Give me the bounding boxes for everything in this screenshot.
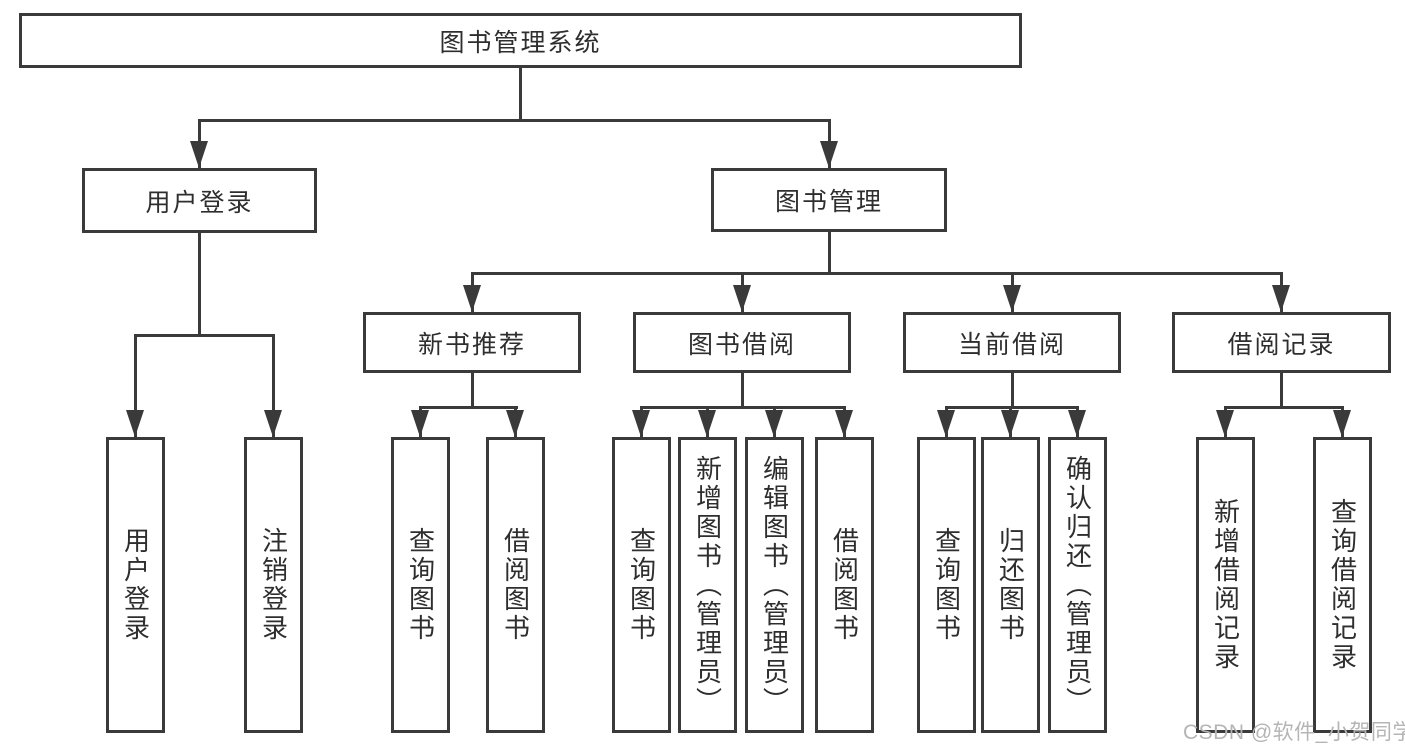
- node-borrow-records: 借阅记录: [1172, 312, 1391, 373]
- connector-line: [272, 335, 275, 437]
- leaf-query-books-3: 查询图书: [917, 437, 976, 733]
- connector-line: [419, 406, 518, 409]
- leaf-label: 查询图书: [626, 527, 657, 643]
- connector-line: [198, 119, 831, 122]
- leaf-label: 查询图书: [405, 527, 436, 643]
- node-root: 图书管理系统: [19, 13, 1022, 68]
- node-current-borrow: 当前借阅: [903, 312, 1121, 373]
- connector-line: [828, 232, 831, 274]
- arrowhead-down-icon: [411, 410, 429, 437]
- arrowhead-down-icon: [506, 410, 524, 437]
- node-new-book-recommend: 新书推荐: [363, 312, 581, 373]
- leaf-borrow-books-2: 借阅图书: [815, 437, 874, 733]
- arrowhead-down-icon: [463, 285, 481, 312]
- connector-line: [471, 373, 474, 408]
- arrowhead-down-icon: [765, 410, 783, 437]
- leaf-label: 借阅图书: [500, 527, 531, 643]
- arrowhead-down-icon: [1333, 410, 1351, 437]
- arrowhead-down-icon: [1272, 285, 1290, 312]
- leaf-label: 借阅图书: [829, 527, 860, 643]
- leaf-query-books-1: 查询图书: [391, 437, 450, 733]
- leaf-return-books: 归还图书: [981, 437, 1040, 733]
- leaf-label: 归还图书: [995, 527, 1026, 643]
- csdn-watermark: CSDN @软件_小贺同学: [1183, 721, 1405, 744]
- leaf-add-books-admin: 新增图书（管理员）: [678, 437, 737, 733]
- arrowhead-down-icon: [1001, 410, 1019, 437]
- connector-line: [945, 406, 1079, 409]
- node-book-management: 图书管理: [711, 168, 947, 232]
- connector-line: [1224, 406, 1344, 409]
- connector-line: [1011, 373, 1014, 408]
- connector-line: [741, 373, 744, 408]
- leaf-label: 注销登录: [258, 527, 289, 643]
- arrowhead-down-icon: [1003, 285, 1021, 312]
- leaf-add-borrow-record: 新增借阅记录: [1196, 437, 1255, 733]
- arrowhead-down-icon: [126, 410, 144, 437]
- arrowhead-down-icon: [264, 410, 282, 437]
- leaf-label: 新增借阅记录: [1210, 498, 1241, 672]
- leaf-query-borrow-record: 查询借阅记录: [1313, 437, 1372, 733]
- leaf-edit-books-admin: 编辑图书（管理员）: [745, 437, 804, 733]
- arrowhead-down-icon: [1068, 410, 1086, 437]
- arrowhead-down-icon: [1216, 410, 1234, 437]
- arrowhead-down-icon: [937, 410, 955, 437]
- connector-line: [198, 233, 201, 336]
- arrowhead-down-icon: [733, 285, 751, 312]
- leaf-borrow-books-1: 借阅图书: [486, 437, 545, 733]
- arrowhead-down-icon: [698, 410, 716, 437]
- arrowhead-down-icon: [820, 141, 838, 168]
- leaf-logout: 注销登录: [244, 437, 303, 733]
- connector-line: [519, 68, 522, 120]
- leaf-user-login: 用户登录: [106, 437, 165, 733]
- arrowhead-down-icon: [190, 141, 208, 168]
- connector-line: [471, 272, 1283, 275]
- leaf-label: 确认归还（管理员）: [1062, 454, 1093, 716]
- connector-line: [640, 406, 846, 409]
- arrowhead-down-icon: [835, 410, 853, 437]
- leaf-label: 用户登录: [120, 527, 151, 643]
- node-book-borrow: 图书借阅: [633, 312, 851, 373]
- leaf-label: 查询图书: [931, 527, 962, 643]
- connector-line: [134, 334, 275, 337]
- leaf-label: 编辑图书（管理员）: [759, 454, 790, 716]
- node-user-login: 用户登录: [82, 168, 317, 233]
- leaf-query-books-2: 查询图书: [612, 437, 671, 733]
- leaf-confirm-return-admin: 确认归还（管理员）: [1048, 437, 1107, 733]
- connector-line: [1280, 373, 1283, 408]
- leaf-label: 查询借阅记录: [1327, 498, 1358, 672]
- arrowhead-down-icon: [632, 410, 650, 437]
- leaf-label: 新增图书（管理员）: [692, 454, 723, 716]
- connector-line: [134, 335, 137, 437]
